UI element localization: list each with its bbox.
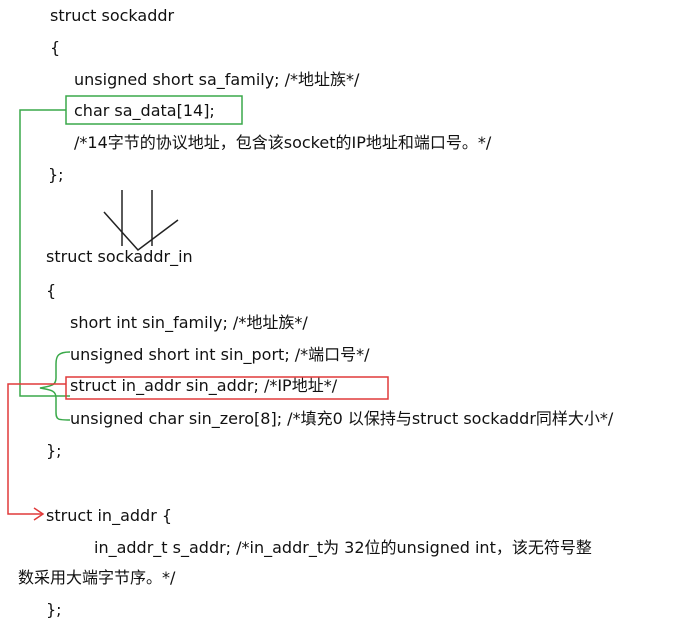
sockaddr-decl: struct sockaddr bbox=[50, 6, 175, 25]
sockaddr-open-brace: { bbox=[50, 38, 61, 57]
in-addr-s-addr: in_addr_t s_addr; /*in_addr_t为 32位的unsig… bbox=[94, 538, 592, 557]
sockaddr-in-open-brace: { bbox=[46, 281, 57, 300]
in-addr-decl: struct in_addr { bbox=[46, 506, 173, 525]
sockaddr-in-close-brace: }; bbox=[46, 441, 62, 460]
in-addr-s-addr-comment-cont: 数采用大端字节序。*/ bbox=[18, 568, 176, 587]
sockaddr-in-decl: struct sockaddr_in bbox=[46, 247, 193, 266]
sockaddr-in-sin-zero: unsigned char sin_zero[8]; /*填充0 以保持与str… bbox=[70, 409, 614, 428]
sockaddr-in-sin-port: unsigned short int sin_port; /*端口号*/ bbox=[70, 345, 370, 364]
sockaddr-sa-family: unsigned short sa_family; /*地址族*/ bbox=[74, 70, 360, 89]
down-arrow-head bbox=[103, 211, 179, 252]
sin-fields-brace bbox=[39, 351, 71, 421]
sockaddr-sa-data-comment: /*14字节的协议地址，包含该socket的IP地址和端口号。*/ bbox=[74, 133, 492, 152]
sockaddr-sa-data: char sa_data[14]; bbox=[74, 101, 215, 120]
sockaddr-close-brace: }; bbox=[48, 165, 64, 184]
sockaddr-in-sin-family: short int sin_family; /*地址族*/ bbox=[70, 313, 308, 332]
in-addr-close-brace: }; bbox=[46, 600, 62, 619]
sin-addr-arrow-head bbox=[33, 507, 45, 521]
sockaddr-in-sin-addr: struct in_addr sin_addr; /*IP地址*/ bbox=[70, 376, 338, 395]
